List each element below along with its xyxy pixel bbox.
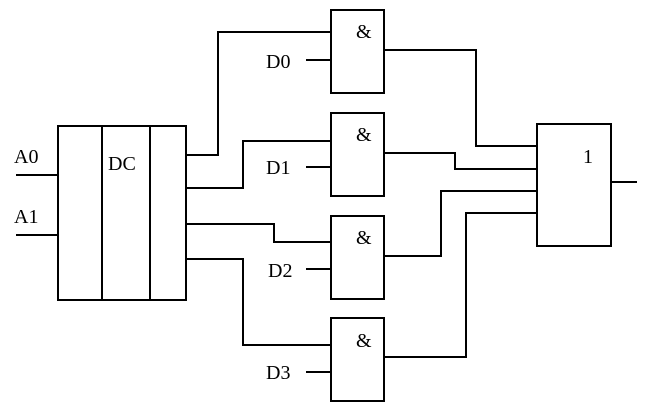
and-output-wire-0	[384, 49, 537, 147]
and-gate-1-symbol: &	[356, 124, 372, 146]
and-gate-0: & D0	[266, 9, 385, 94]
and-gate-3-outline	[330, 317, 385, 402]
input-label-a1: A1	[14, 206, 38, 228]
data-input-label-d2: D2	[268, 260, 292, 282]
and-output-wire-2	[384, 190, 537, 257]
decoder-output-wires	[186, 31, 331, 346]
and-gate-3: & D3	[266, 317, 385, 402]
and-gate-2-outline	[330, 215, 385, 300]
or-gate-outline	[536, 123, 612, 247]
and-gate-1-outline	[330, 112, 385, 197]
and-output-wire-1	[384, 152, 537, 170]
and-gate-2-symbol: &	[356, 227, 372, 249]
decoder-label: DC	[108, 153, 136, 175]
decoder-inputs: A0 A1	[14, 146, 58, 236]
and-gate-1: & D1	[266, 112, 385, 197]
and-gate-0-outline	[330, 9, 385, 94]
and-gate-0-symbol: &	[356, 21, 372, 43]
data-input-label-d0: D0	[266, 51, 290, 73]
data-input-label-d1: D1	[266, 157, 290, 179]
or-gate: 1	[536, 123, 637, 247]
and-output-wire-3	[384, 212, 537, 358]
decoder-block: DC	[57, 125, 187, 301]
decoder-outline	[57, 125, 187, 301]
decoder-output-wire-0	[186, 31, 331, 156]
and-gate-2: & D2	[268, 215, 385, 300]
decoder-output-wire-3	[186, 258, 331, 346]
decoder-output-wire-1	[186, 140, 331, 189]
decoder-output-wire-2	[186, 223, 331, 243]
and-output-wires	[384, 49, 537, 358]
data-input-label-d3: D3	[266, 362, 290, 384]
or-gate-symbol: 1	[583, 146, 593, 168]
and-gate-3-symbol: &	[356, 330, 372, 352]
input-label-a0: A0	[14, 146, 38, 168]
